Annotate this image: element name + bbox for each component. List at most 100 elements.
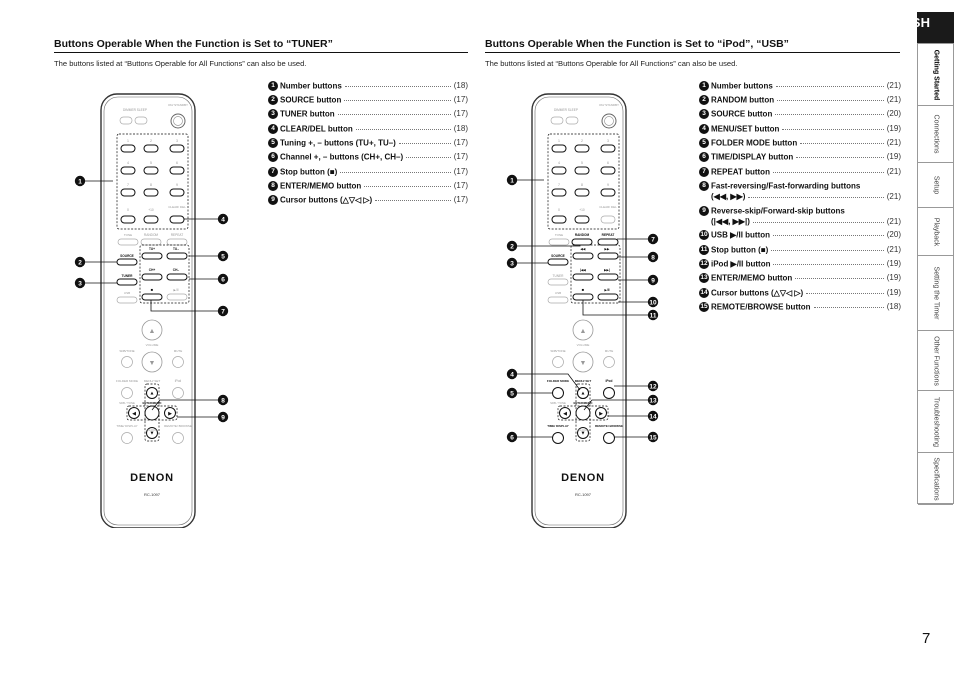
sleep-button [565, 116, 579, 125]
side-nav-item[interactable]: Setting the Timer [918, 256, 953, 331]
item-label: Stop button (■) [711, 245, 769, 255]
item-label: Channel +, – buttons (CH+, CH–) [280, 152, 404, 162]
small-label: SDB / TONE [550, 401, 566, 405]
number-badge: 5 [699, 138, 709, 148]
page-reference: (21) [886, 217, 901, 226]
number-badge: 8 [268, 181, 278, 191]
play-button [166, 293, 188, 301]
ipod-button [172, 387, 184, 399]
dot-leader [800, 143, 884, 144]
cursor-right-button [595, 407, 607, 419]
sdb-button [121, 356, 133, 368]
dimmer-sleep-label: DIMMER SLEEP [123, 108, 147, 112]
stop-label: ■ [582, 287, 585, 292]
plus10-label: +10 [148, 208, 154, 212]
digit-label: 2 [150, 139, 152, 143]
dot-leader [398, 143, 451, 144]
page-reference: (17) [453, 95, 468, 104]
cursor-left-icon: ◀ [132, 411, 136, 417]
page-reference: (19) [886, 152, 901, 161]
dimmer-sleep-label: DIMMER SLEEP [554, 108, 578, 112]
callout-number: 15 [649, 434, 657, 441]
side-nav-item[interactable]: Getting Started [918, 44, 953, 106]
page-reference: (17) [453, 195, 468, 204]
volume-label: VOLUME [577, 343, 590, 347]
callout-badge [506, 257, 518, 269]
number-button [600, 166, 616, 175]
number-badge: 14 [699, 288, 709, 298]
volume-down-button [572, 351, 594, 373]
callout-badge [217, 250, 229, 262]
number-button [574, 215, 590, 224]
stop-button [572, 293, 594, 301]
page-reference: (18) [886, 302, 901, 311]
number-badge: 7 [699, 167, 709, 177]
number-button [143, 188, 159, 197]
side-nav-item[interactable]: Specifications [918, 453, 953, 505]
folder-mode-label: FOLDER MODE [547, 379, 569, 383]
side-nav-label: Other Functions [932, 335, 939, 386]
left-section-note: The buttons listed at “Buttons Operable … [54, 59, 307, 68]
page-reference: (19) [886, 259, 901, 268]
number-button [551, 166, 567, 175]
tone-button [548, 238, 570, 246]
leader-line [517, 373, 581, 391]
cursor-up-icon: ▲ [581, 391, 586, 397]
dot-leader [340, 172, 451, 173]
clock-label: CLOCK [578, 428, 588, 432]
plus10-label: +10 [579, 208, 585, 212]
page-reference: (17) [453, 152, 468, 161]
callout-badge [217, 394, 229, 406]
callout-number: 11 [650, 312, 657, 319]
callout-badge [506, 431, 518, 443]
page-reference: (21) [886, 167, 901, 176]
page-reference: (21) [886, 245, 901, 254]
side-nav-item[interactable]: Setup [918, 163, 953, 208]
callout-number: 3 [510, 260, 514, 267]
dot-leader [344, 100, 451, 101]
item-label: Cursor buttons (△▽◁ ▷) [711, 288, 804, 298]
item-label: Fast-reversing/Fast-forwarding buttons [711, 181, 861, 191]
side-nav-label: Troubleshooting [932, 396, 939, 447]
dimmer-button [550, 116, 564, 125]
page-reference: (18) [453, 81, 468, 90]
number-button [551, 215, 567, 224]
left-skip-button [572, 273, 594, 281]
callout-number: 2 [78, 259, 82, 266]
random-label: RANDOM [575, 233, 590, 237]
side-nav-label: Playback [932, 217, 939, 246]
callout-badge [506, 240, 518, 252]
ipod-label: iPod [606, 379, 613, 383]
side-nav-item[interactable]: Connections [918, 106, 953, 163]
tone-button [117, 238, 139, 246]
item-label: Number buttons [711, 81, 773, 91]
number-badge: 2 [268, 95, 278, 105]
number-badge: 12 [699, 259, 709, 269]
number-button [600, 188, 616, 197]
number-button [120, 215, 136, 224]
number-button [574, 166, 590, 175]
number-badge: 3 [699, 109, 709, 119]
page-reference: (21) [886, 81, 901, 90]
side-nav-item[interactable]: Other Functions [918, 331, 953, 391]
clear-label: CLEAR/ DEL [168, 205, 186, 209]
power-button [170, 113, 186, 129]
number-button [120, 144, 136, 153]
repeat-button [597, 238, 619, 246]
dot-leader [806, 293, 884, 294]
side-nav-item[interactable]: Playback [918, 208, 953, 256]
side-nav-item[interactable]: Troubleshooting [918, 391, 953, 453]
number-badge: 7 [268, 167, 278, 177]
side-nav-label: Setup [932, 175, 939, 195]
cursor-up-button [577, 387, 589, 399]
callout-number: 5 [221, 253, 225, 260]
dot-leader [813, 307, 884, 308]
callout-badge [506, 387, 518, 399]
digit-label: 4 [127, 161, 129, 165]
